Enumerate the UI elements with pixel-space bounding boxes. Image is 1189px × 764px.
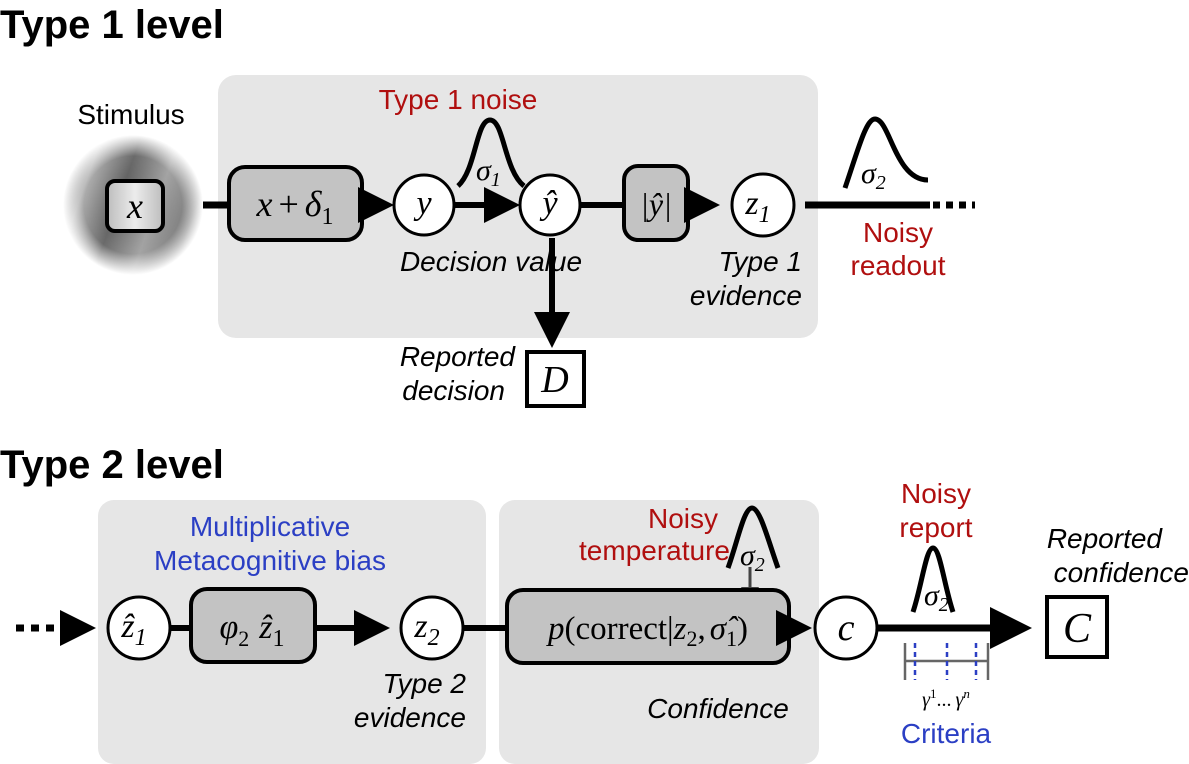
type1-noise-label: Type 1 noise <box>379 84 538 115</box>
reported-decision-label-2: decision <box>402 375 505 406</box>
temperature-gaussian-icon <box>725 505 781 569</box>
report-label-1: Noisy <box>901 478 971 509</box>
reported-confidence-box <box>1045 595 1109 659</box>
criteria-gammas: γ1...γn <box>922 686 970 711</box>
type2-title: Type 2 level <box>0 443 224 487</box>
stimulus-x: x <box>126 186 143 226</box>
criteria-scale-icon <box>903 643 990 680</box>
temperature-label-1: Noisy <box>648 503 718 534</box>
temperature-label-2: temperature <box>579 535 730 566</box>
report-label-2: report <box>899 512 972 543</box>
confidence-label: Confidence <box>647 693 789 724</box>
node-y <box>392 173 456 237</box>
type1-title: Type 1 level <box>0 3 224 47</box>
node-z1hat-label: ẑ1 <box>120 608 146 651</box>
bias-box <box>189 587 317 664</box>
node-z1 <box>730 172 796 238</box>
readout-label-2: readout <box>851 250 946 281</box>
node-z1-label: z1 <box>744 185 770 228</box>
readout-noise-gaussian-icon <box>842 116 929 189</box>
temperature-sigma: σ2 <box>740 539 765 576</box>
type2-evidence-label-1: Type 2 <box>382 668 466 699</box>
node-c-label: c <box>838 607 855 649</box>
bias-label-2: Metacognitive bias <box>154 545 386 576</box>
type1-evidence-label-1: Type 1 <box>718 246 802 277</box>
type1-evidence-label-2: evidence <box>690 280 802 311</box>
node-z2-label: z2 <box>413 608 439 651</box>
reported-confidence-label-1: Reported <box>1047 523 1164 554</box>
readout-label-1: Noisy <box>863 217 933 248</box>
reported-decision-var: D <box>540 359 568 401</box>
node-yhat <box>518 173 582 237</box>
reported-confidence-var: C <box>1063 606 1092 652</box>
criteria-label: Criteria <box>901 718 992 749</box>
stimulus-x-box <box>105 179 165 233</box>
bias-label-1: Multiplicative <box>190 511 350 542</box>
report-gaussian-icon <box>910 545 956 613</box>
node-yhat-label: ŷ <box>539 185 558 222</box>
type2-evidence-label-2: evidence <box>354 702 466 733</box>
transform-formula: x+δ1 <box>255 184 333 230</box>
reported-confidence-label-2: confidence <box>1054 557 1189 588</box>
report-sigma: σ2 <box>924 579 949 616</box>
stimulus-label: Stimulus <box>77 99 184 130</box>
readout-sigma: σ2 <box>861 157 886 194</box>
reported-decision-box <box>525 350 586 408</box>
reported-decision-label-1: Reported <box>400 341 517 372</box>
type1-noise-sigma: σ1 <box>476 154 501 191</box>
confidence-formula: p(correct|z2,σ̂1) <box>546 611 748 651</box>
type1-noise-gaussian-icon <box>456 117 526 188</box>
abs-formula: |ŷ| <box>640 186 672 222</box>
node-y-label: y <box>413 185 432 222</box>
